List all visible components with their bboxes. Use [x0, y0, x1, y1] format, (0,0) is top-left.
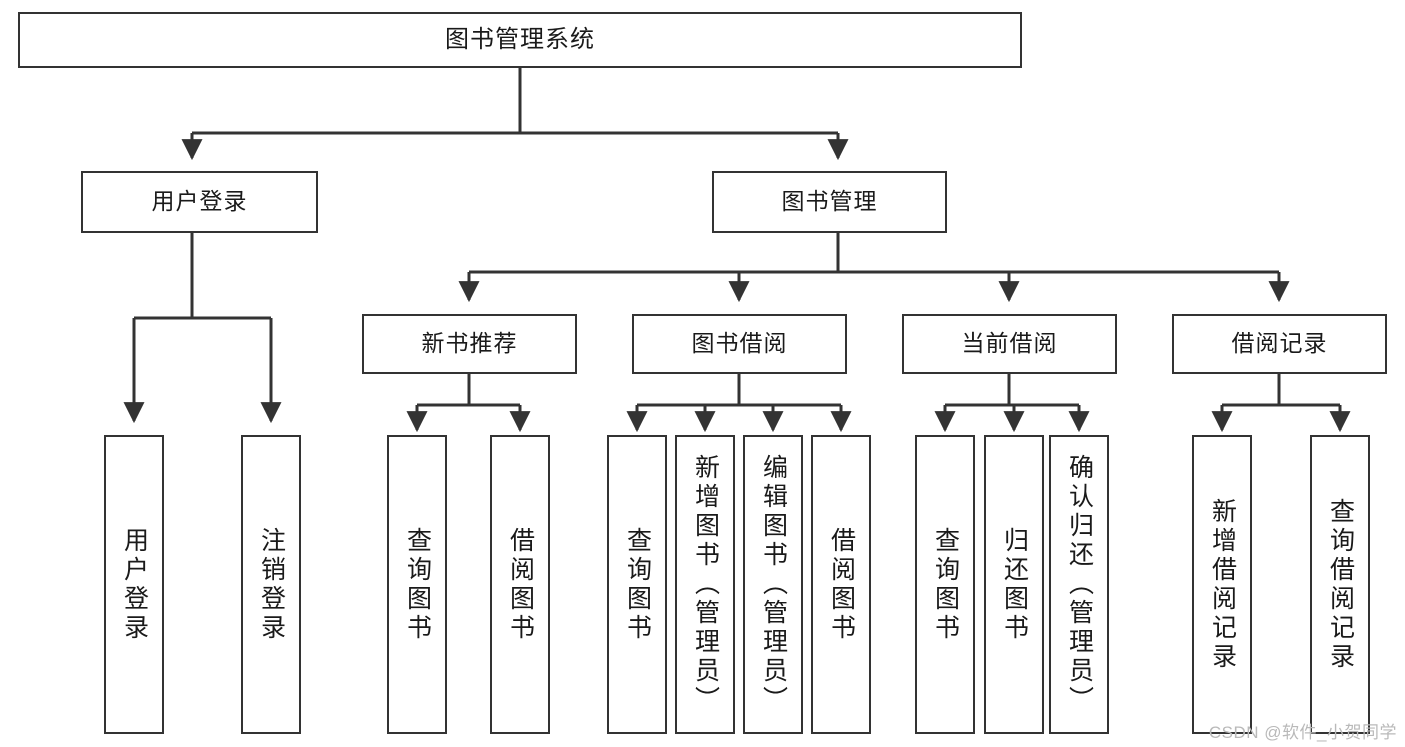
leaf-book-borrow-add[interactable]: 新增图书（管理员）: [675, 435, 735, 734]
node-borrow-record[interactable]: 借阅记录: [1172, 314, 1387, 374]
leaf-book-borrow-query[interactable]: 查询图书: [607, 435, 667, 734]
node-root-system[interactable]: 图书管理系统: [18, 12, 1022, 68]
node-label: 当前借阅: [961, 330, 1058, 357]
node-user-login[interactable]: 用户登录: [81, 171, 318, 233]
leaf-borrow-record-query[interactable]: 查询借阅记录: [1310, 435, 1370, 734]
node-label: 图书管理系统: [445, 25, 595, 53]
node-label: 借阅记录: [1231, 330, 1328, 357]
node-label: 注销登录: [257, 526, 286, 643]
node-label: 新增借阅记录: [1208, 497, 1237, 672]
node-label: 查询图书: [623, 526, 652, 643]
leaf-user-login-logout[interactable]: 注销登录: [241, 435, 301, 734]
node-label: 新书推荐: [421, 330, 518, 357]
leaf-book-borrow-edit[interactable]: 编辑图书（管理员）: [743, 435, 803, 734]
node-label: 用户登录: [120, 526, 149, 643]
node-label: 用户登录: [151, 188, 248, 215]
node-label: 编辑图书（管理员）: [759, 454, 788, 715]
leaf-current-borrow-return[interactable]: 归还图书: [984, 435, 1044, 734]
node-label: 借阅图书: [827, 526, 856, 643]
node-label: 查询图书: [403, 526, 432, 643]
node-current-borrow[interactable]: 当前借阅: [902, 314, 1117, 374]
node-label: 归还图书: [1000, 526, 1029, 643]
csdn-watermark: CSDN @软件_小贺同学: [1208, 723, 1397, 742]
node-new-book-recommend[interactable]: 新书推荐: [362, 314, 577, 374]
leaf-new-book-query[interactable]: 查询图书: [387, 435, 447, 734]
node-label: 图书管理: [781, 188, 878, 215]
node-book-borrow[interactable]: 图书借阅: [632, 314, 847, 374]
node-label: 查询借阅记录: [1326, 497, 1355, 672]
node-label: 新增图书（管理员）: [691, 454, 720, 715]
node-book-management[interactable]: 图书管理: [712, 171, 947, 233]
node-label: 图书借阅: [691, 330, 788, 357]
leaf-current-borrow-confirm-return[interactable]: 确认归还（管理员）: [1049, 435, 1109, 734]
leaf-current-borrow-query[interactable]: 查询图书: [915, 435, 975, 734]
node-label: 借阅图书: [506, 526, 535, 643]
leaf-user-login-login[interactable]: 用户登录: [104, 435, 164, 734]
leaf-new-book-borrow[interactable]: 借阅图书: [490, 435, 550, 734]
node-label: 查询图书: [931, 526, 960, 643]
node-label: 确认归还（管理员）: [1065, 454, 1094, 715]
leaf-borrow-record-add[interactable]: 新增借阅记录: [1192, 435, 1252, 734]
leaf-book-borrow-borrow[interactable]: 借阅图书: [811, 435, 871, 734]
